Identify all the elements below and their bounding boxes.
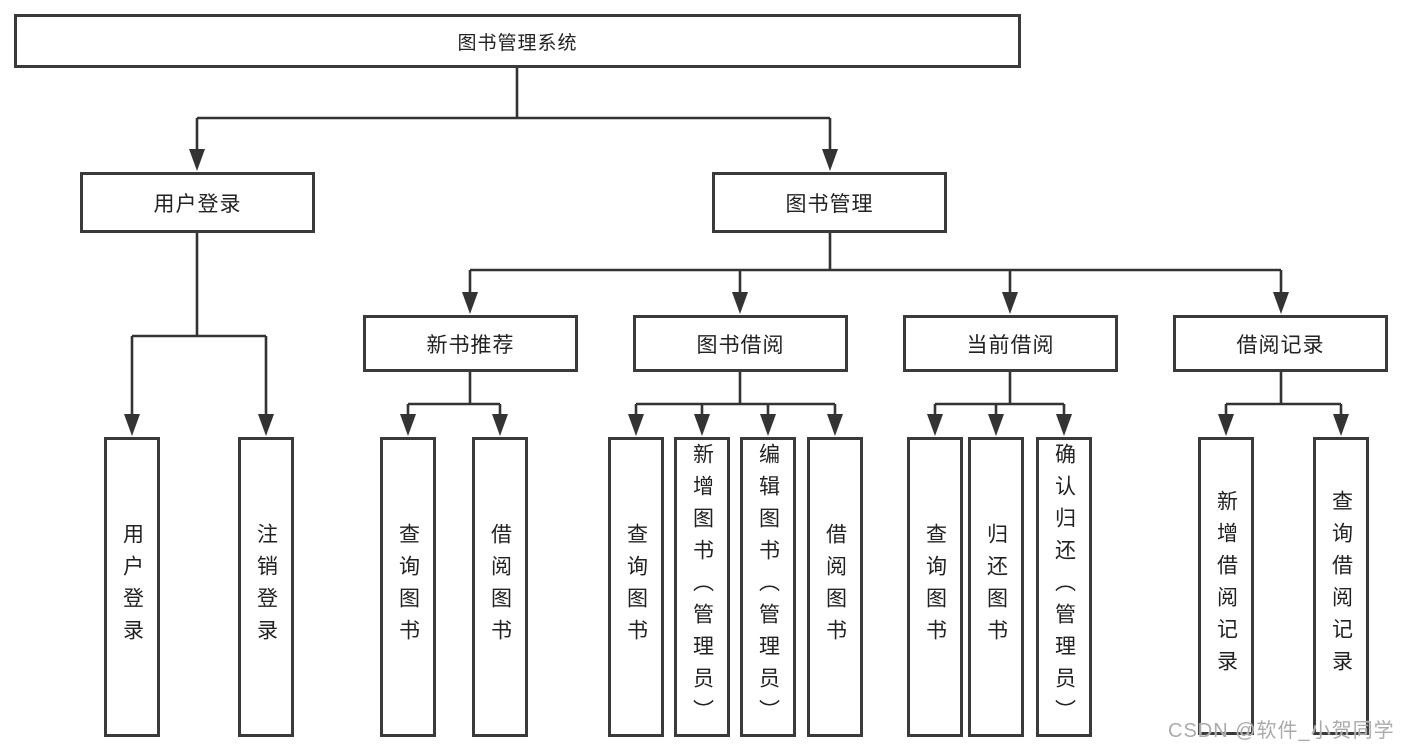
node-new-book-recommendation: 新书推荐 xyxy=(363,315,578,372)
node-borrow-books-2-label: 借阅图书 xyxy=(823,523,847,651)
node-borrow-books-1: 借阅图书 xyxy=(472,437,528,737)
node-edit-books-admin-label: 编辑图书（管理员） xyxy=(756,443,780,731)
node-query-books-1-label: 查询图书 xyxy=(396,523,420,651)
connector-arrowheads xyxy=(124,149,1349,436)
node-current-borrowing: 当前借阅 xyxy=(903,315,1118,372)
node-add-books-admin-label: 新增图书（管理员） xyxy=(690,443,714,731)
node-query-books-2: 查询图书 xyxy=(608,437,664,737)
node-user-login: 用户登录 xyxy=(80,172,315,233)
node-borrowing-records: 借阅记录 xyxy=(1173,315,1388,372)
node-logout-item: 注销登录 xyxy=(238,437,294,737)
node-query-borrow-record-label: 查询借阅记录 xyxy=(1329,490,1353,682)
node-edit-books-admin: 编辑图书（管理员） xyxy=(740,437,796,737)
node-confirm-return-admin: 确认归还（管理员） xyxy=(1036,437,1092,737)
node-add-borrow-record: 新增借阅记录 xyxy=(1198,437,1254,735)
node-confirm-return-admin-label: 确认归还（管理员） xyxy=(1052,443,1076,731)
node-book-borrowing: 图书借阅 xyxy=(633,315,848,372)
connector-paths xyxy=(130,68,1343,417)
node-query-borrow-record: 查询借阅记录 xyxy=(1313,437,1369,735)
node-root: 图书管理系统 xyxy=(14,14,1021,68)
node-return-books-label: 归还图书 xyxy=(984,523,1008,651)
node-user-login-item-label: 用户登录 xyxy=(120,523,144,651)
node-add-borrow-record-label: 新增借阅记录 xyxy=(1214,490,1238,682)
node-return-books: 归还图书 xyxy=(968,437,1024,737)
node-book-management: 图书管理 xyxy=(712,172,947,233)
node-add-books-admin: 新增图书（管理员） xyxy=(674,437,730,737)
node-borrow-books-1-label: 借阅图书 xyxy=(488,523,512,651)
node-query-books-3-label: 查询图书 xyxy=(923,523,947,651)
node-query-books-3: 查询图书 xyxy=(907,437,963,737)
node-query-books-1: 查询图书 xyxy=(380,437,436,737)
node-query-books-2-label: 查询图书 xyxy=(624,523,648,651)
node-logout-item-label: 注销登录 xyxy=(254,523,278,651)
node-user-login-item: 用户登录 xyxy=(104,437,160,737)
node-borrow-books-2: 借阅图书 xyxy=(807,437,863,737)
csdn-watermark: CSDN @软件_小贺同学 xyxy=(1168,720,1395,742)
